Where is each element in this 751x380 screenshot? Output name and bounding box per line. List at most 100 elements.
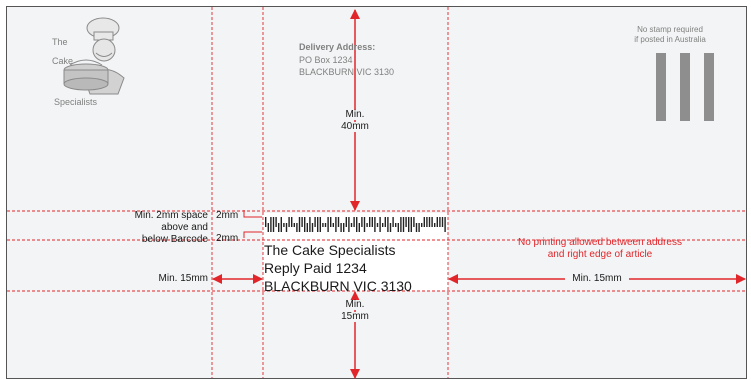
barcode-bar bbox=[272, 217, 275, 232]
barcode-bar bbox=[278, 223, 280, 232]
barcode-bar bbox=[285, 223, 288, 232]
barcode-bar bbox=[426, 217, 428, 227]
barcode-bar bbox=[350, 223, 353, 227]
barcode-bar bbox=[304, 217, 306, 232]
delivery-heading: Delivery Address: bbox=[299, 42, 376, 52]
barcode-bar bbox=[265, 217, 267, 227]
barcode-bar bbox=[358, 223, 360, 232]
stamp-notice-line2: if posted in Australia bbox=[634, 35, 706, 44]
top-value-label: 40mm bbox=[335, 122, 375, 132]
barcode-bar bbox=[301, 217, 303, 227]
barcode-bar bbox=[293, 223, 295, 227]
barcode-bar bbox=[423, 217, 425, 227]
barcode-bar bbox=[306, 223, 308, 232]
barcode-bar bbox=[436, 217, 438, 227]
no-printing-notice-line1: No printing allowed between address bbox=[518, 237, 682, 248]
barcode-bar bbox=[384, 217, 386, 227]
top-min-label: Min. bbox=[335, 110, 375, 120]
barcode-bar bbox=[421, 223, 423, 227]
barcode-bar bbox=[267, 223, 269, 232]
barcode-bar bbox=[418, 223, 420, 232]
barcode-space-line2: above and bbox=[161, 222, 208, 233]
barcode-bar bbox=[410, 217, 412, 232]
barcode-bar bbox=[361, 217, 363, 227]
barcode-bar bbox=[408, 217, 410, 232]
logo-text-line3: Specialists bbox=[54, 97, 98, 107]
return-address-line1: The Cake Specialists bbox=[264, 242, 396, 258]
envelope-body bbox=[6, 6, 747, 379]
stamp-bars-icon bbox=[656, 53, 714, 121]
barcode-bar bbox=[270, 217, 272, 232]
barcode-bar bbox=[311, 223, 314, 232]
no-printing-notice-line2: and right edge of article bbox=[547, 249, 653, 260]
barcode-bar bbox=[317, 217, 319, 232]
barcode-bar bbox=[415, 223, 418, 232]
chef-holding-cake-icon bbox=[63, 17, 125, 95]
barcode-bar bbox=[444, 217, 446, 232]
barcode-bar bbox=[275, 217, 277, 227]
barcode-bar bbox=[291, 217, 293, 227]
barcode-bar bbox=[280, 217, 282, 232]
barcode-bar bbox=[340, 223, 342, 232]
delivery-line2: BLACKBURN VIC 3130 bbox=[299, 67, 395, 77]
barcode-bar bbox=[335, 217, 337, 232]
barcode-bar bbox=[400, 217, 402, 232]
below-barcode-2mm: 2mm bbox=[216, 233, 239, 244]
barcode-bar bbox=[345, 217, 347, 227]
barcode-bar bbox=[363, 217, 366, 232]
barcode-space-line3: below Barcode bbox=[141, 234, 208, 245]
barcode-bar bbox=[324, 223, 327, 227]
barcode bbox=[265, 217, 446, 232]
logo-text-line2: Cake bbox=[52, 56, 74, 66]
barcode-bar bbox=[441, 217, 444, 227]
barcode-bar bbox=[397, 223, 399, 232]
barcode-bar bbox=[369, 217, 371, 227]
barcode-bar bbox=[309, 217, 311, 232]
bracket-below-barcode bbox=[243, 231, 262, 238]
right-margin-label: Min. 15mm bbox=[565, 274, 629, 284]
barcode-bar bbox=[330, 217, 332, 227]
barcode-bar bbox=[374, 217, 376, 232]
barcode-bar bbox=[371, 217, 373, 227]
barcode-bar bbox=[387, 217, 389, 232]
barcode-bar bbox=[392, 217, 394, 227]
barcode-bar bbox=[343, 223, 345, 232]
barcode-bar bbox=[428, 217, 431, 227]
delivery-line1: PO Box 1234 bbox=[299, 55, 353, 65]
return-address-line2: Reply Paid 1234 bbox=[264, 260, 367, 276]
barcode-bar bbox=[395, 223, 397, 227]
barcode-bar bbox=[314, 217, 316, 227]
barcode-bar bbox=[298, 217, 301, 232]
barcode-bar bbox=[353, 217, 355, 227]
barcode-bar bbox=[322, 223, 324, 227]
bottom-min-label: Min. bbox=[335, 300, 375, 310]
barcode-bar bbox=[332, 223, 334, 227]
left-margin-label: Min. 15mm bbox=[158, 273, 208, 284]
barcode-bar bbox=[402, 217, 405, 232]
bottom-value-label: 15mm bbox=[335, 312, 375, 322]
barcode-bar bbox=[296, 223, 298, 232]
barcode-bar bbox=[431, 217, 433, 227]
barcode-bar bbox=[376, 223, 379, 227]
barcode-bar bbox=[356, 217, 358, 232]
above-barcode-2mm: 2mm bbox=[216, 210, 239, 221]
barcode-bar bbox=[389, 223, 392, 232]
barcode-bar bbox=[366, 223, 368, 227]
barcode-bar bbox=[382, 223, 384, 227]
barcode-bar bbox=[413, 217, 415, 227]
barcode-bar bbox=[288, 217, 290, 227]
barcode-bar bbox=[337, 217, 340, 227]
barcode-bar bbox=[434, 223, 436, 227]
barcode-bar bbox=[319, 217, 321, 232]
barcode-bar bbox=[327, 217, 329, 232]
barcode-bar bbox=[348, 217, 350, 232]
logo-text-line1: The bbox=[52, 37, 68, 47]
barcode-bar bbox=[439, 217, 441, 227]
bracket-above-barcode bbox=[243, 210, 262, 218]
barcode-bar bbox=[405, 217, 407, 227]
barcode-space-line1: Min. 2mm space bbox=[134, 210, 208, 221]
return-address-line3: BLACKBURN VIC 3130 bbox=[264, 278, 412, 294]
barcode-bar bbox=[283, 223, 285, 227]
